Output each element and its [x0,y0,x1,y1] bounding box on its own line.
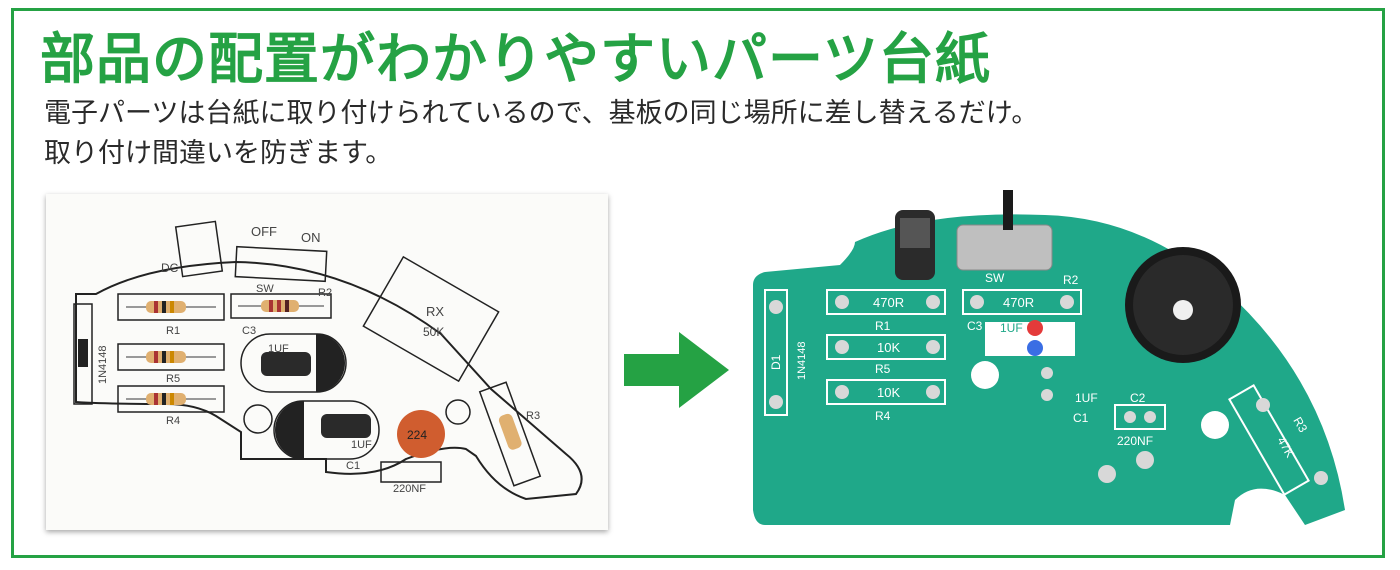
pcb-label-c2: C2 [1130,391,1146,405]
pcb-label-r4-value: 10K [877,385,900,400]
pcb-label-r1: R1 [875,319,891,333]
parts-card-photo: DC OFF ON RX 50K 1N4148 R1 R5 [46,194,608,530]
description-line-1: 電子パーツは台紙に取り付けられているので、基板の同じ場所に差し替えるだけ。 [44,98,1039,129]
pcb-label-r3: R3 [1290,415,1310,436]
pcb-label-c1-value: 1UF [1075,391,1098,405]
description-line-2: 取り付け間違いを防ぎます。 [44,138,393,169]
card-label-off: OFF [251,224,277,239]
card-label-cap2: 1UF [351,439,372,451]
card-label-diode: 1N4148 [97,345,109,384]
content-frame [11,8,1385,558]
card-label-c2-value: 220NF [393,483,426,495]
card-label-c1: C1 [346,460,360,472]
card-label-dc: DC [161,261,179,275]
card-resistor-r4 [117,385,225,413]
pcb-label-c3: C3 [967,319,983,333]
card-label-r2: R2 [318,287,332,299]
pcb-label-diode: 1N4148 [796,341,808,380]
pcb-label-sw: SW [985,271,1005,285]
card-label-r3: R3 [526,410,540,422]
card-label-r5: R5 [166,373,180,385]
card-label-ceramic: 224 [407,428,427,442]
card-resistor-r2 [230,293,332,319]
card-label-sw: SW [256,283,274,295]
card-label-r4: R4 [166,415,180,427]
pcb-label-r4: R4 [875,409,891,423]
pcb-label-r-top: 470R [873,295,904,310]
pcb-label-c3-value: 1UF [1000,321,1023,335]
card-label-on: ON [301,230,321,245]
pcb-label-r5: R5 [875,362,891,376]
card-label-rx-value: 50K [423,325,444,339]
card-resistor-r1 [117,293,225,321]
pcb-label-r-top2: 470R [1003,295,1034,310]
pcb-label-c1: C1 [1073,411,1089,425]
pcb-label-r2: R2 [1063,273,1079,287]
pcb-label-d1: D1 [769,354,783,370]
page-title: 部品の配置がわかりやすいパーツ台紙 [40,27,991,91]
arrow-right-icon [624,332,729,408]
pcb-board-photo: 470R 470R 10K 10K R1 R5 R4 SW R2 C3 1UF … [745,180,1355,530]
pcb-label-r1-value: 10K [877,340,900,355]
card-resistor-r5 [117,343,225,371]
card-label-cap1: 1UF [268,343,289,355]
pcb-label-c2-value: 220NF [1117,434,1153,448]
card-label-r1: R1 [166,325,180,337]
card-label-c3: C3 [242,325,256,337]
card-label-rx: RX [426,304,444,319]
